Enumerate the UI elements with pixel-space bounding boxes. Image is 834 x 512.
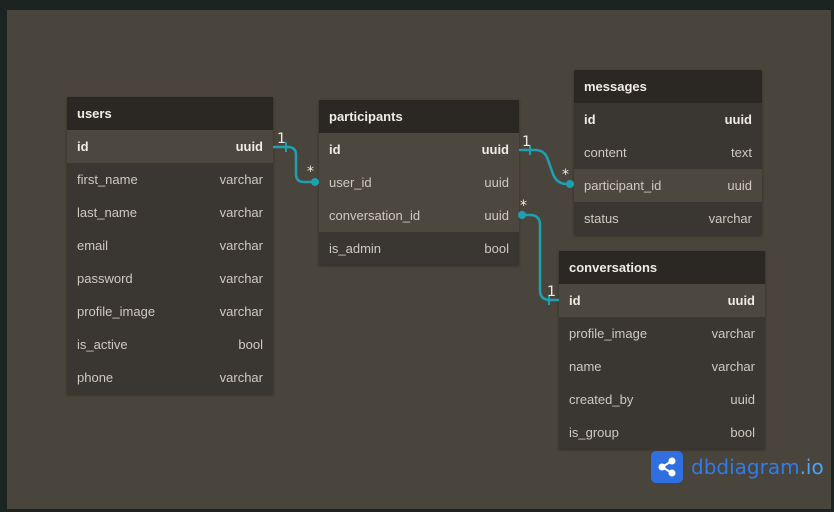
field-type: varchar	[219, 205, 263, 220]
field-row[interactable]: is_admin bool	[319, 232, 519, 265]
field-type: uuid	[481, 142, 509, 157]
table-conversations-header[interactable]: conversations	[559, 251, 765, 284]
field-row[interactable]: user_id uuid	[319, 166, 519, 199]
field-name: password	[77, 271, 133, 286]
field-type: uuid	[235, 139, 263, 154]
cardinality-label: 1	[277, 131, 286, 147]
field-row[interactable]: participant_id uuid	[574, 169, 762, 202]
table-messages[interactable]: messages id uuid content text participan…	[574, 70, 762, 235]
field-name: created_by	[569, 392, 634, 407]
table-participants-header[interactable]: participants	[319, 100, 519, 133]
field-type: bool	[484, 241, 509, 256]
field-row[interactable]: is_active bool	[67, 328, 273, 361]
field-name: profile_image	[569, 326, 648, 341]
field-name: id	[77, 139, 89, 154]
many-marker	[566, 180, 574, 188]
field-row[interactable]: content text	[574, 136, 762, 169]
field-type: uuid	[484, 208, 509, 223]
field-name: first_name	[77, 172, 138, 187]
field-row[interactable]: password varchar	[67, 262, 273, 295]
one-marker	[529, 145, 531, 155]
field-name: user_id	[329, 175, 372, 190]
field-name: phone	[77, 370, 114, 385]
field-name: email	[77, 238, 109, 253]
brand-watermark[interactable]: dbdiagram.io	[651, 451, 824, 483]
field-name: content	[584, 145, 627, 160]
cardinality-label: 1	[522, 134, 531, 150]
field-row[interactable]: email varchar	[67, 229, 273, 262]
field-type: varchar	[219, 172, 263, 187]
field-name: name	[569, 359, 602, 374]
field-type: text	[731, 145, 752, 160]
field-name: id	[584, 112, 596, 127]
field-row[interactable]: is_group bool	[559, 416, 765, 449]
field-row[interactable]: profile_image varchar	[559, 317, 765, 350]
field-type: bool	[730, 425, 755, 440]
field-row[interactable]: id uuid	[559, 284, 765, 317]
field-name: profile_image	[77, 304, 156, 319]
field-type: varchar	[219, 271, 263, 286]
field-row[interactable]: status varchar	[574, 202, 762, 235]
field-row[interactable]: first_name varchar	[67, 163, 273, 196]
field-type: varchar	[219, 370, 263, 385]
field-type: uuid	[484, 175, 509, 190]
field-row[interactable]: created_by uuid	[559, 383, 765, 416]
field-name: is_group	[569, 425, 619, 440]
many-marker	[518, 211, 526, 219]
table-users-header[interactable]: users	[67, 97, 273, 130]
field-row[interactable]: conversation_id uuid	[319, 199, 519, 232]
table-users[interactable]: users id uuid first_name varchar last_na…	[67, 97, 273, 394]
field-type: varchar	[219, 238, 263, 253]
field-name: is_admin	[329, 241, 382, 256]
field-type: bool	[238, 337, 263, 352]
field-name: status	[584, 211, 619, 226]
field-row[interactable]: phone varchar	[67, 361, 273, 394]
cardinality-label: *	[307, 164, 314, 180]
field-name: is_active	[77, 337, 128, 352]
field-row[interactable]: id uuid	[319, 133, 519, 166]
share-nodes-icon	[651, 451, 683, 483]
one-marker	[548, 295, 550, 305]
field-name: id	[569, 293, 581, 308]
brand-name-main: dbdiagram	[691, 455, 800, 479]
field-name: last_name	[77, 205, 137, 220]
brand-name-suffix: .io	[799, 455, 824, 479]
field-row[interactable]: profile_image varchar	[67, 295, 273, 328]
field-type: uuid	[724, 112, 752, 127]
brand-name: dbdiagram.io	[691, 455, 824, 479]
field-type: varchar	[219, 304, 263, 319]
field-name: id	[329, 142, 341, 157]
table-messages-header[interactable]: messages	[574, 70, 762, 103]
field-name: participant_id	[584, 178, 662, 193]
cardinality-label: *	[520, 198, 527, 214]
field-type: varchar	[708, 211, 752, 226]
field-row[interactable]: name varchar	[559, 350, 765, 383]
cardinality-label: *	[562, 167, 569, 183]
many-marker	[311, 178, 319, 186]
field-row[interactable]: id uuid	[574, 103, 762, 136]
field-row[interactable]: last_name varchar	[67, 196, 273, 229]
field-row[interactable]: id uuid	[67, 130, 273, 163]
field-type: uuid	[730, 392, 755, 407]
table-participants[interactable]: participants id uuid user_id uuid conver…	[319, 100, 519, 265]
field-type: varchar	[711, 359, 755, 374]
field-name: conversation_id	[329, 208, 421, 223]
field-type: uuid	[727, 293, 755, 308]
cardinality-label: 1	[547, 284, 556, 300]
table-conversations[interactable]: conversations id uuid profile_image varc…	[559, 251, 765, 449]
one-marker	[285, 142, 287, 152]
field-type: uuid	[727, 178, 752, 193]
field-type: varchar	[711, 326, 755, 341]
